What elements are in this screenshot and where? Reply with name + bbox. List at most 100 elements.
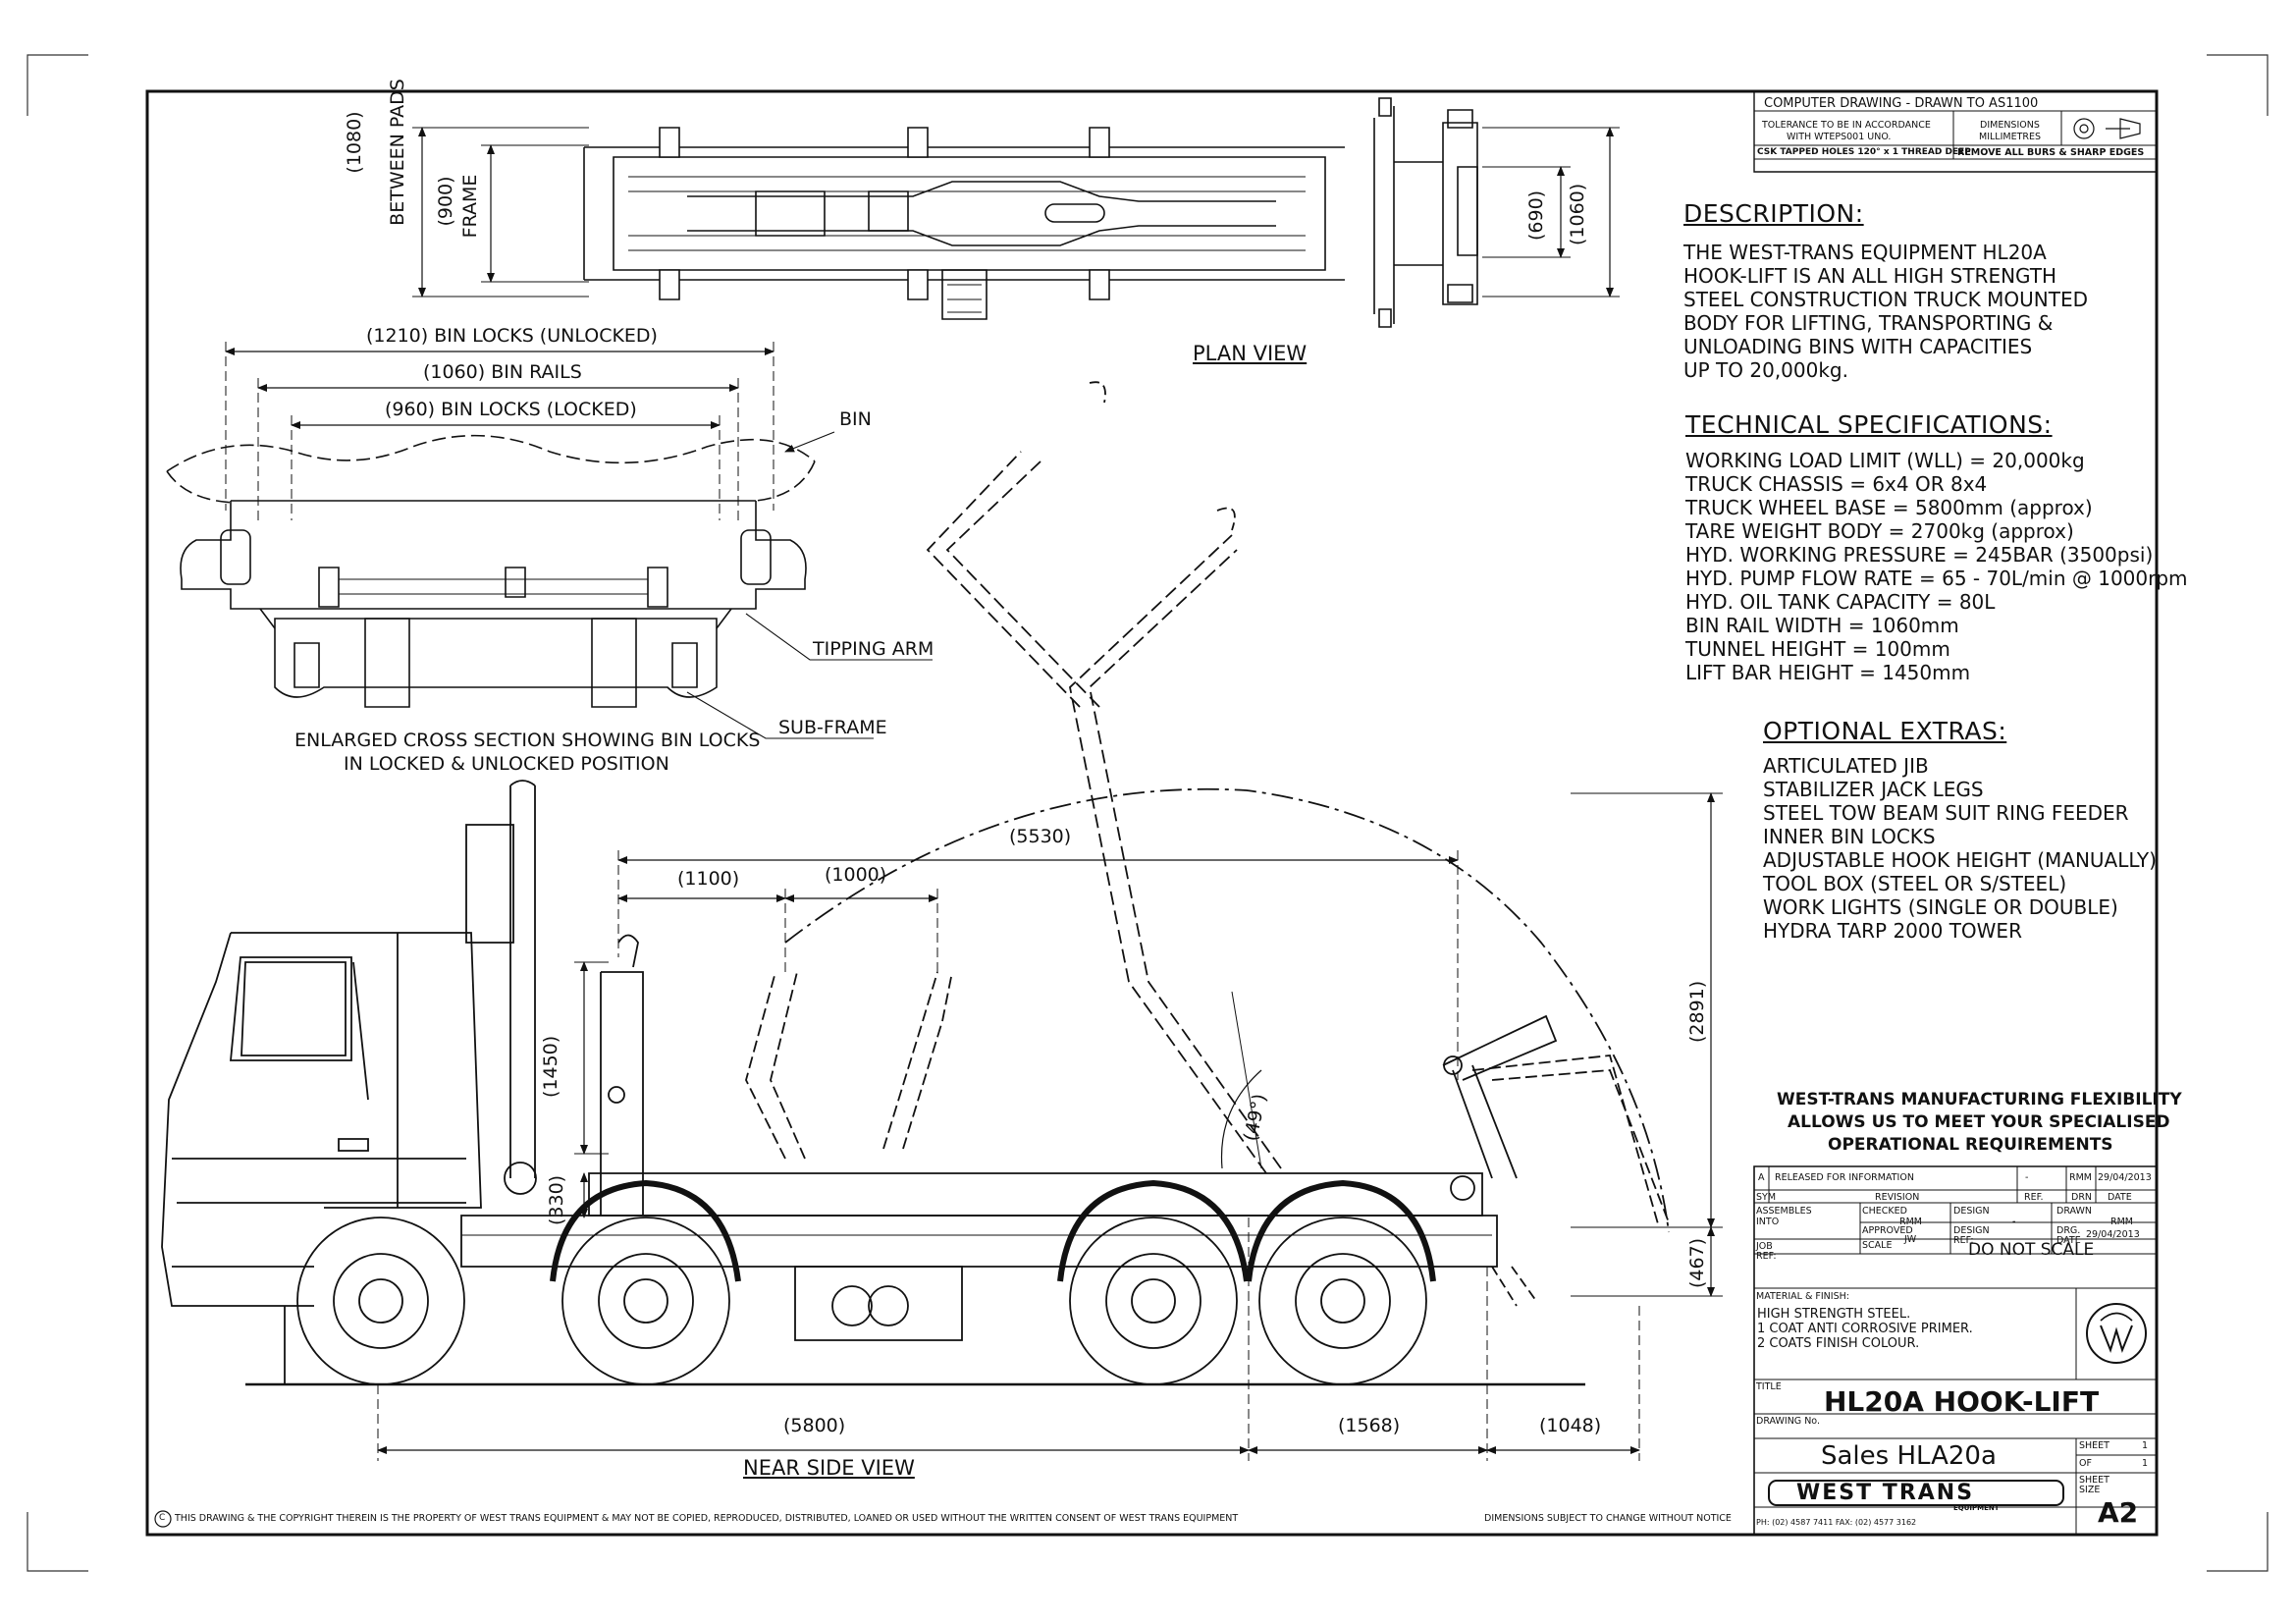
dim-bin-locks-unlocked: (1210) BIN LOCKS (UNLOCKED)	[366, 325, 658, 347]
dimensions-notice: DIMENSIONS SUBJECT TO CHANGE WITHOUT NOT…	[1484, 1513, 1732, 1524]
dim-1568: (1568)	[1338, 1415, 1401, 1436]
tb-checked-value: RMM	[1899, 1217, 1922, 1227]
tb-assembles: INTO	[1756, 1217, 1780, 1227]
tb-design-value: -	[2012, 1217, 2016, 1227]
tb-assembles: ASSEMBLES	[1756, 1206, 1812, 1217]
tb-date: DATE	[2108, 1192, 2132, 1203]
tb-released: RELEASED FOR INFORMATION	[1775, 1172, 1914, 1183]
description-line: HOOK-LIFT IS AN ALL HIGH STRENGTH	[1683, 264, 2057, 288]
spec-line: TUNNEL HEIGHT = 100mm	[1685, 637, 1950, 661]
dim-bin-locks-locked: (960) BIN LOCKS (LOCKED)	[385, 399, 637, 420]
sub-frame-label: SUB-FRAME	[778, 717, 887, 738]
company-logo-sub: EQUIPMENT	[1953, 1504, 2000, 1512]
spec-line: LIFT BAR HEIGHT = 1450mm	[1685, 661, 1971, 684]
specs-heading: TECHNICAL SPECIFICATIONS:	[1685, 410, 2053, 439]
description-line: UNLOADING BINS WITH CAPACITIES	[1683, 335, 2033, 358]
extra-line: ARTICULATED JIB	[1763, 754, 1929, 778]
dim-frame-value: (900)	[435, 176, 456, 227]
wheel-rear	[1259, 1217, 1426, 1384]
tb-dimensions: MILLIMETRES	[1979, 132, 2042, 142]
dim-1450: (1450)	[540, 1035, 561, 1098]
plan-view-label: PLAN VIEW	[1193, 342, 1308, 365]
dim-330: (330)	[546, 1174, 567, 1225]
tb-design-ref: REF:	[1953, 1235, 1974, 1246]
extras-heading: OPTIONAL EXTRAS:	[1763, 717, 2007, 745]
tb-design: DESIGN	[1953, 1206, 1990, 1217]
wheel-second	[562, 1217, 729, 1384]
tipping-arm-label: TIPPING ARM	[813, 638, 934, 660]
tb-revision: REVISION	[1875, 1192, 1920, 1203]
tb-ref: REF.	[2024, 1192, 2044, 1203]
dim-1100: (1100)	[677, 868, 740, 890]
title-block-frame	[155, 91, 2157, 1535]
tb-approved-value: JW	[1904, 1234, 1917, 1245]
tb-do-not-scale: DO NOT SCALE	[1968, 1240, 2095, 1260]
tb-drawn-value: RMM	[2110, 1217, 2133, 1227]
spec-line: BIN RAIL WIDTH = 1060mm	[1685, 614, 1959, 637]
dim-2891: (2891)	[1686, 980, 1708, 1043]
dim-5800: (5800)	[783, 1415, 846, 1436]
tb-of: OF	[2079, 1458, 2092, 1469]
cross-section-caption: IN LOCKED & UNLOCKED POSITION	[344, 753, 669, 775]
spec-line: TARE WEIGHT BODY = 2700kg (approx)	[1685, 519, 2074, 543]
crop-marks	[27, 55, 2268, 1571]
tb-dimensions: DIMENSIONS	[1980, 120, 2040, 131]
extra-line: ADJUSTABLE HOOK HEIGHT (MANUALLY)	[1763, 848, 2157, 872]
description-line: UP TO 20,000kg.	[1683, 358, 1848, 382]
plan-view	[412, 98, 1620, 327]
description-heading: DESCRIPTION:	[1683, 199, 1864, 228]
description-line: STEEL CONSTRUCTION TRUCK MOUNTED	[1683, 288, 2088, 311]
flexibility-line: ALLOWS US TO MEET YOUR SPECIALISED	[1788, 1112, 2170, 1132]
tb-burs: REMOVE ALL BURS & SHARP EDGES	[1957, 147, 2145, 158]
spec-line: HYD. PUMP FLOW RATE = 65 - 70L/min @ 100…	[1685, 567, 2188, 590]
tb-material-line: 1 COAT ANTI CORROSIVE PRIMER.	[1757, 1322, 1973, 1336]
drawing-number: Sales HLA20a	[1821, 1441, 1997, 1471]
tb-drg-date: DATE	[2056, 1235, 2081, 1246]
spec-line: TRUCK CHASSIS = 6x4 OR 8x4	[1685, 472, 1988, 496]
tb-approved: APPROVED	[1862, 1225, 1913, 1236]
extra-line: HYDRA TARP 2000 TOWER	[1763, 919, 2022, 943]
dim-1000: (1000)	[825, 864, 887, 886]
truck-cab	[162, 933, 481, 1306]
company-logo-text: WEST TRANS	[1796, 1481, 1975, 1505]
tb-drn: DRN	[2071, 1192, 2093, 1203]
dim-between-pads-value: (1080)	[344, 111, 365, 174]
tb-material-line: HIGH STRENGTH STEEL.	[1757, 1307, 1911, 1322]
dim-467: (467)	[1686, 1237, 1708, 1288]
spec-line: TRUCK WHEEL BASE = 5800mm (approx)	[1685, 496, 2093, 519]
tb-material-line: 2 COATS FINISH COLOUR.	[1757, 1336, 1920, 1351]
tb-sheet-value: 1	[2142, 1440, 2149, 1451]
bin-label: BIN	[839, 408, 872, 430]
cross-section-view	[167, 342, 933, 738]
dim-between-pads-label: BETWEEN PADS	[387, 79, 408, 226]
dim-5530: (5530)	[1009, 826, 1072, 847]
tb-tolerance: WITH WTEPS001 UNO.	[1787, 132, 1892, 142]
tb-drg-date-value: 29/04/2013	[2086, 1229, 2140, 1240]
drawing-border	[147, 91, 2157, 1535]
tb-sheet: SHEET	[2079, 1440, 2109, 1451]
tb-sheet-size: SHEET	[2079, 1475, 2109, 1486]
copyright-symbol: C	[159, 1513, 166, 1523]
near-side-view	[162, 382, 1723, 1461]
dim-690: (690)	[1525, 189, 1547, 241]
company-phone: PH: (02) 4587 7411 FAX: (02) 4577 3162	[1756, 1518, 1917, 1527]
tb-drg-date: DRG.	[2056, 1225, 2081, 1236]
extra-line: TOOL BOX (STEEL OR S/STEEL)	[1763, 872, 2067, 895]
tb-of-value: 1	[2142, 1458, 2149, 1469]
tb-design-ref: DESIGN	[1953, 1225, 1990, 1236]
tb-checked: CHECKED	[1862, 1206, 1907, 1217]
tb-scale: SCALE	[1862, 1240, 1893, 1251]
tb-drawing-no-label: DRAWING No.	[1756, 1416, 1820, 1427]
tb-ref-dash: -	[2025, 1172, 2029, 1183]
extra-line: STABILIZER JACK LEGS	[1763, 778, 1984, 801]
near-side-view-label: NEAR SIDE VIEW	[743, 1456, 915, 1480]
tb-tolerance: TOLERANCE TO BE IN ACCORDANCE	[1762, 120, 1931, 131]
spec-line: WORKING LOAD LIMIT (WLL) = 20,000kg	[1685, 449, 2085, 472]
spec-line: HYD. OIL TANK CAPACITY = 80L	[1685, 590, 1996, 614]
description-line: THE WEST-TRANS EQUIPMENT HL20A	[1683, 241, 2047, 264]
tb-rev-date: 29/04/2013	[2098, 1172, 2152, 1183]
copyright-notice: THIS DRAWING & THE COPYRIGHT THEREIN IS …	[175, 1513, 1239, 1524]
tb-computer-drawing: COMPUTER DRAWING - DRAWN TO AS1100	[1764, 96, 2039, 111]
spec-line: HYD. WORKING PRESSURE = 245BAR (3500psi)	[1685, 543, 2154, 567]
